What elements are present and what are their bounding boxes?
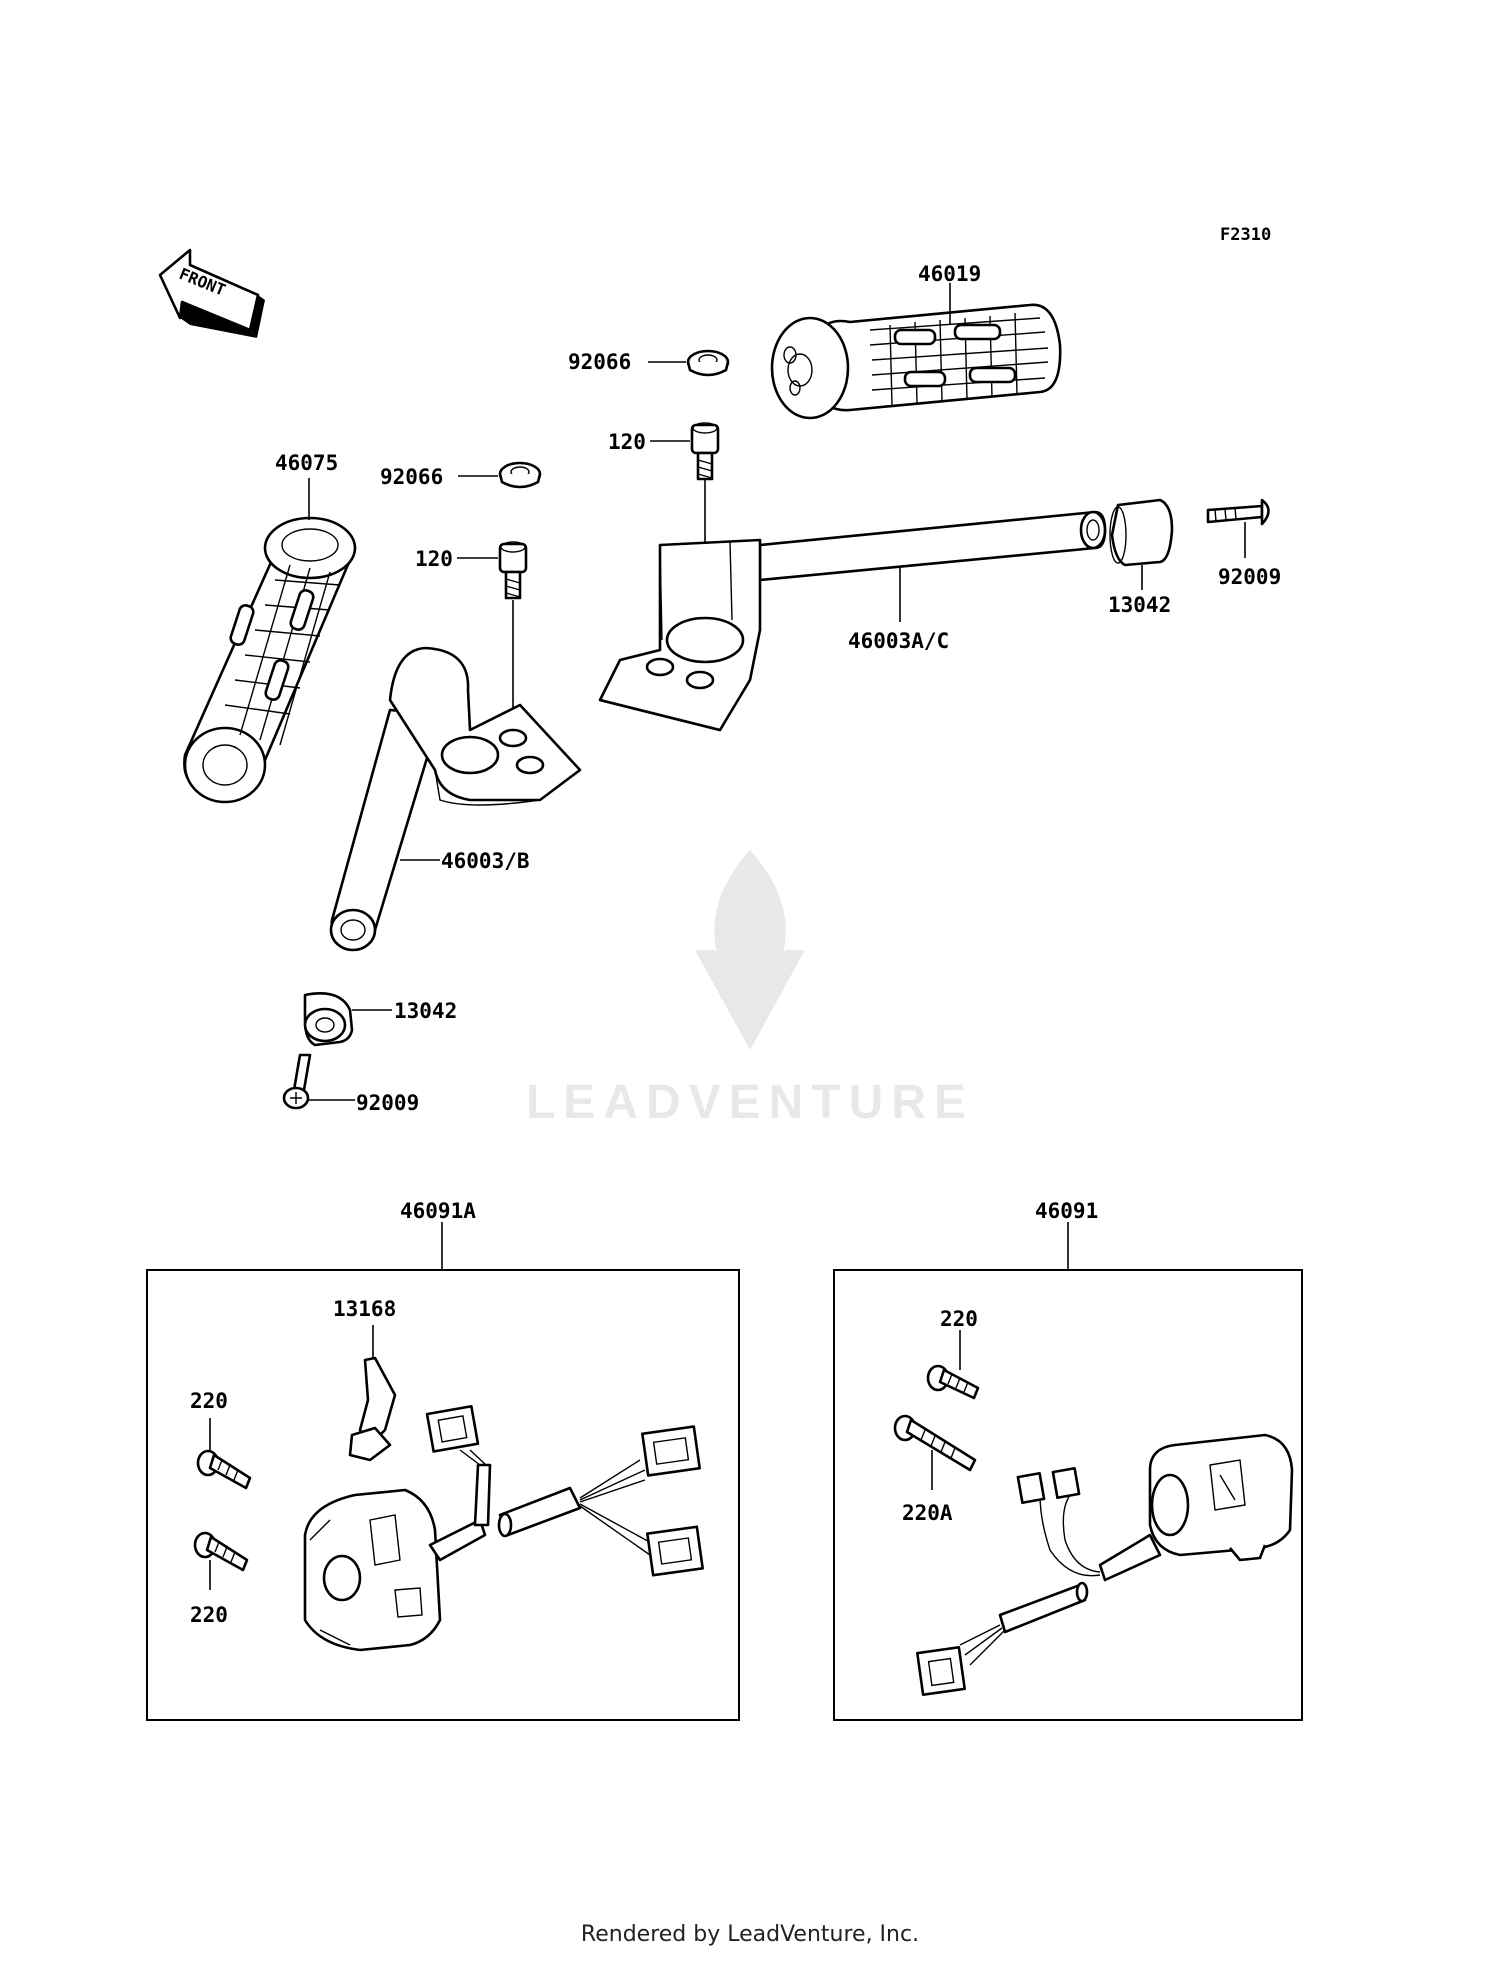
screw-220A: [893, 1414, 977, 1472]
label-92066-upper: 92066: [568, 350, 631, 374]
right-switch-housing: [1098, 1433, 1294, 1582]
label-220-right: 220: [940, 1307, 978, 1331]
label-220-left-bottom: 220: [190, 1603, 228, 1627]
label-120-lower: 120: [415, 547, 453, 571]
left-grip: [183, 516, 357, 804]
left-switch-box: [146, 1269, 740, 1721]
label-46091: 46091: [1035, 1199, 1098, 1223]
label-220A: 220A: [902, 1501, 953, 1525]
end-cap-upper: [686, 349, 730, 377]
screw-220-left-top: [196, 1449, 252, 1490]
label-13042-left: 13042: [394, 999, 457, 1023]
screw-220-right: [926, 1364, 980, 1400]
label-120-upper: 120: [608, 430, 646, 454]
end-cap-lower: [498, 461, 542, 489]
left-switch-housing: [303, 1488, 487, 1652]
right-grip: [770, 303, 1062, 420]
label-220-left-top: 220: [190, 1389, 228, 1413]
front-arrow-icon: FRONT: [158, 248, 265, 338]
label-46075: 46075: [275, 451, 338, 475]
screw-left: [282, 1053, 312, 1110]
label-92009-left: 92009: [356, 1091, 419, 1115]
label-92009-right: 92009: [1218, 565, 1281, 589]
figure-code: F2310: [1220, 225, 1271, 245]
footer-credit: Rendered by LeadVenture, Inc.: [580, 1922, 920, 1947]
left-switch-harness: [425, 1404, 704, 1577]
bar-end-weight-right: [1109, 498, 1174, 567]
bolt-upper: [690, 422, 720, 481]
right-handlebar: [598, 510, 1107, 732]
watermark-text: LEADVENTURE: [526, 1076, 974, 1129]
label-46091A: 46091A: [400, 1199, 476, 1223]
label-13042-right: 13042: [1108, 593, 1171, 617]
screw-220-left-bottom: [193, 1531, 249, 1572]
label-46003AC: 46003A/C: [848, 629, 949, 653]
screw-right: [1206, 498, 1270, 526]
bar-end-weight-left: [303, 992, 354, 1047]
watermark-logo: LEADVENTURE: [526, 850, 974, 1129]
label-92066-lower: 92066: [380, 465, 443, 489]
left-handlebar: [329, 646, 582, 952]
bolt-lower: [498, 541, 528, 600]
label-13168: 13168: [333, 1297, 396, 1321]
switch-lever: [348, 1356, 397, 1462]
label-46003B: 46003/B: [441, 849, 530, 873]
label-46019: 46019: [918, 262, 981, 286]
right-switch-harness: [915, 1466, 1101, 1697]
